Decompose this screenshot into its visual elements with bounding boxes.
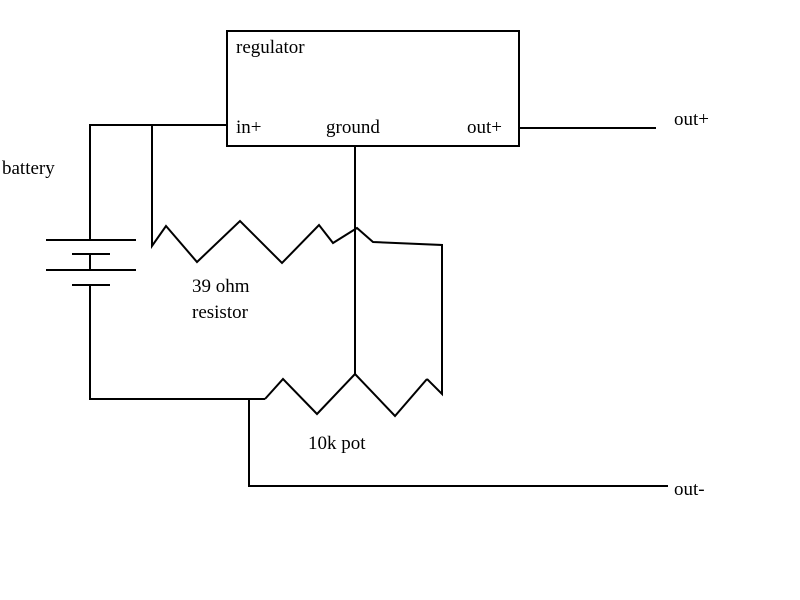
ground-pin-label: ground (326, 117, 380, 138)
input-positive-wire (89, 124, 227, 240)
negative-rail-wire (89, 285, 265, 400)
battery-label: battery (2, 158, 55, 179)
resistor-label-line1: 39 ohm (192, 276, 250, 297)
resistor-label-line2: resistor (192, 302, 249, 323)
in-plus-pin-label: in+ (236, 117, 262, 138)
out-plus-terminal-label: out+ (674, 109, 709, 130)
regulator-label: regulator (236, 37, 305, 58)
out-minus-wire (248, 399, 668, 487)
out-plus-pin-label: out+ (467, 117, 502, 138)
potentiometer-10k (264, 372, 428, 418)
regulator-box (226, 30, 520, 147)
out-minus-terminal-label: out- (674, 479, 705, 500)
pot-label: 10k pot (308, 433, 366, 454)
resistor-39-ohm (151, 125, 443, 397)
